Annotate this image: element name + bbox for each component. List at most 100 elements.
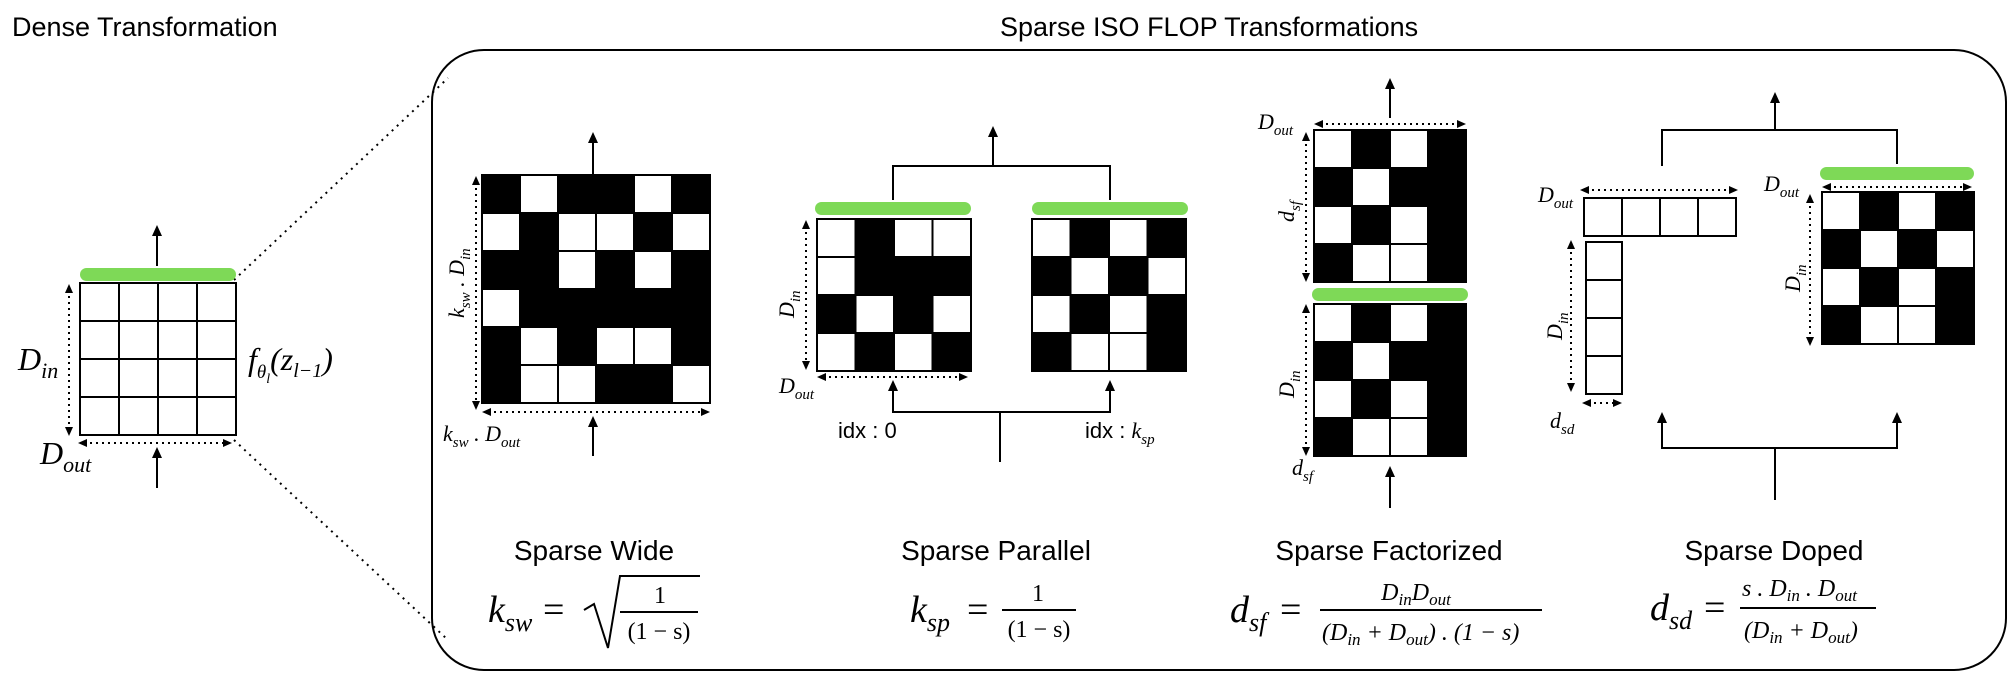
grid-cell <box>557 288 597 328</box>
grid-cell <box>1351 205 1391 245</box>
svg-text:=: = <box>1280 589 1301 631</box>
doped-output-tree <box>1661 100 1898 166</box>
grid-cell <box>519 174 559 214</box>
wide-output-arrow <box>588 132 598 174</box>
grid-cell <box>1585 279 1623 319</box>
grid-cell <box>671 326 711 366</box>
factorized-top-dim <box>1314 120 1466 128</box>
grid-cell <box>1351 341 1391 381</box>
parallel-left-label: Din <box>774 290 804 319</box>
grid-cell <box>1427 243 1467 283</box>
zoom-line-bottom <box>233 439 449 641</box>
parallel-bottom-dim <box>817 373 968 381</box>
factorized-bottom-label: dsf <box>1292 455 1315 485</box>
grid-cell <box>633 212 673 252</box>
grid-cell <box>481 212 521 252</box>
factorized-input-arrow <box>1385 466 1395 508</box>
grid-cell <box>1585 241 1623 281</box>
doped-accent-bar <box>1820 167 1974 180</box>
grid-cell <box>1935 267 1975 307</box>
parallel-idx-left: idx : 0 <box>838 418 897 443</box>
grid-cell <box>481 250 521 290</box>
grid-cell <box>557 174 597 214</box>
grid-cell <box>595 250 635 290</box>
grid-cell <box>671 288 711 328</box>
grid-cell <box>1897 191 1937 231</box>
grid-cell <box>519 326 559 366</box>
svg-text:=: = <box>967 589 988 631</box>
parallel-output-tree <box>892 134 1111 200</box>
grid-cell <box>931 218 972 258</box>
grid-cell <box>931 332 972 372</box>
sparse-title: Sparse ISO FLOP Transformations <box>1000 12 1418 42</box>
wide-input-arrow <box>588 416 598 456</box>
grid-cell <box>196 282 237 322</box>
grid-cell <box>118 396 159 436</box>
doped-left-dim <box>1567 240 1575 392</box>
grid-cell <box>1621 197 1661 237</box>
grid-cell <box>157 320 198 360</box>
grid-cell <box>1389 167 1429 207</box>
grid-cell <box>671 212 711 252</box>
grid-cell <box>816 332 857 372</box>
factorized-left-top-label: dsf <box>1274 199 1304 222</box>
grid-cell <box>854 294 895 334</box>
grid-cell <box>1897 305 1937 345</box>
grid-cell <box>1313 205 1353 245</box>
grid-cell <box>1389 243 1429 283</box>
doped-top-left-dim <box>1580 186 1738 194</box>
grid-cell <box>481 326 521 366</box>
grid-cell <box>854 218 895 258</box>
grid-cell <box>519 212 559 252</box>
svg-text:(1 − s): (1 − s) <box>628 619 691 645</box>
sparse-parallel-right-grid <box>1031 218 1187 372</box>
svg-text:ksp: ksp <box>910 589 950 637</box>
parallel-input-tree <box>892 388 1111 462</box>
dense-input-arrow <box>152 447 162 488</box>
grid-cell <box>1351 303 1391 343</box>
grid-cell <box>1069 294 1110 334</box>
panel-name-parallel: Sparse Parallel <box>901 535 1091 566</box>
dense-output-arrow <box>152 225 162 266</box>
sparse-doped-grid <box>1821 191 1975 345</box>
formula-sparse-factorized: dsf = DinDout (Din + Dout) . (1 − s) <box>1230 580 1542 649</box>
grid-cell <box>931 294 972 334</box>
svg-text:dsf: dsf <box>1230 589 1270 637</box>
grid-cell <box>1031 218 1072 258</box>
grid-cell <box>118 320 159 360</box>
grid-cell <box>1585 317 1623 357</box>
panel-name-wide: Sparse Wide <box>514 535 674 566</box>
grid-cell <box>816 294 857 334</box>
doped-right-left-label: Din <box>1780 264 1810 293</box>
grid-cell <box>481 174 521 214</box>
grid-cell <box>1069 218 1110 258</box>
grid-cell <box>1313 341 1353 381</box>
grid-cell <box>157 282 198 322</box>
grid-cell <box>1859 305 1899 345</box>
grid-cell <box>157 396 198 436</box>
grid-cell <box>816 218 857 258</box>
grid-cell <box>1351 167 1391 207</box>
grid-cell <box>1031 294 1072 334</box>
grid-cell <box>1351 379 1391 419</box>
grid-cell <box>1697 197 1737 237</box>
grid-cell <box>1313 303 1353 343</box>
zoom-line-top <box>233 77 449 281</box>
grid-cell <box>633 288 673 328</box>
grid-cell <box>1108 294 1149 334</box>
grid-cell <box>1389 303 1429 343</box>
grid-cell <box>557 212 597 252</box>
sparse-parallel-left-grid <box>816 218 972 372</box>
grid-cell <box>1389 417 1429 457</box>
grid-cell <box>1351 129 1391 169</box>
grid-cell <box>1313 417 1353 457</box>
svg-text:1: 1 <box>654 583 666 609</box>
grid-cell <box>557 326 597 366</box>
dense-title: Dense Transformation <box>12 12 278 42</box>
grid-cell <box>1427 303 1467 343</box>
grid-cell <box>1821 267 1861 307</box>
svg-text:(Din + Dout): (Din + Dout) <box>1744 618 1858 647</box>
factorized-left-bottom-label: Din <box>1274 370 1304 399</box>
parallel-left-accent-bar <box>815 202 971 215</box>
